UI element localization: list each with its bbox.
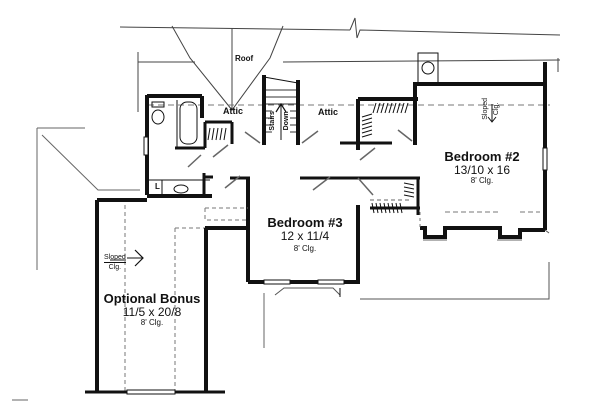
stairs-label-line1: Stairs — [269, 111, 277, 131]
sloped-bed2-line2: Clg. — [493, 102, 501, 116]
roof-label: Roof — [235, 54, 254, 63]
sloped-bonus-line1: Sloped — [104, 254, 126, 263]
room-name: Bedroom #3 — [267, 215, 343, 230]
stairs-label-line2: Down — [283, 111, 291, 131]
left-roof-edges — [12, 127, 140, 401]
room-ceiling: 8' Clg. — [140, 318, 164, 328]
bonus-room-walls — [85, 198, 248, 395]
right-closets — [300, 82, 420, 215]
room-optional-bonus: Optional Bonus 11/5 x 20/8 8' Clg. — [100, 291, 204, 328]
room-dimensions: 12 x 11/4 — [280, 229, 330, 244]
room-dimensions: 13/10 x 16 — [453, 163, 511, 178]
sloped-ceiling-bed2-clg: Clg. — [493, 94, 501, 124]
sloped-ceiling-bed2: Sloped — [482, 94, 490, 124]
bedroom-3-walls — [224, 175, 360, 348]
right-roof-edges — [360, 229, 550, 300]
room-dimensions: 11/5 x 20/8 — [122, 305, 182, 320]
attic-label-left: Attic — [223, 106, 243, 116]
attic-label-right: Attic — [318, 107, 338, 117]
room-name: Bedroom #2 — [444, 149, 520, 164]
sloped-bed2-line1: Sloped — [482, 97, 490, 120]
sloped-bonus-line2: Clg. — [108, 264, 122, 271]
room-bedroom-2: Bedroom #2 13/10 x 16 8' Clg. — [432, 149, 532, 186]
room-bedroom-3: Bedroom #3 12 x 11/4 8' Clg. — [255, 215, 355, 254]
room-ceiling: 8' Clg. — [470, 176, 494, 186]
room-ceiling: 8' Clg. — [293, 244, 317, 254]
stairs-down-label: Down — [283, 104, 291, 138]
stairs-label: Stairs — [269, 104, 277, 138]
hall-dashed — [124, 205, 248, 392]
roof-outline — [119, 17, 561, 112]
sloped-ceiling-bonus: Sloped Clg. — [104, 253, 126, 272]
bathroom — [143, 94, 213, 198]
linen-closet-label: L — [155, 182, 160, 191]
room-name: Optional Bonus — [103, 291, 201, 306]
left-closet — [187, 120, 234, 168]
stairs — [244, 75, 319, 145]
bedroom-2-walls — [415, 52, 548, 241]
